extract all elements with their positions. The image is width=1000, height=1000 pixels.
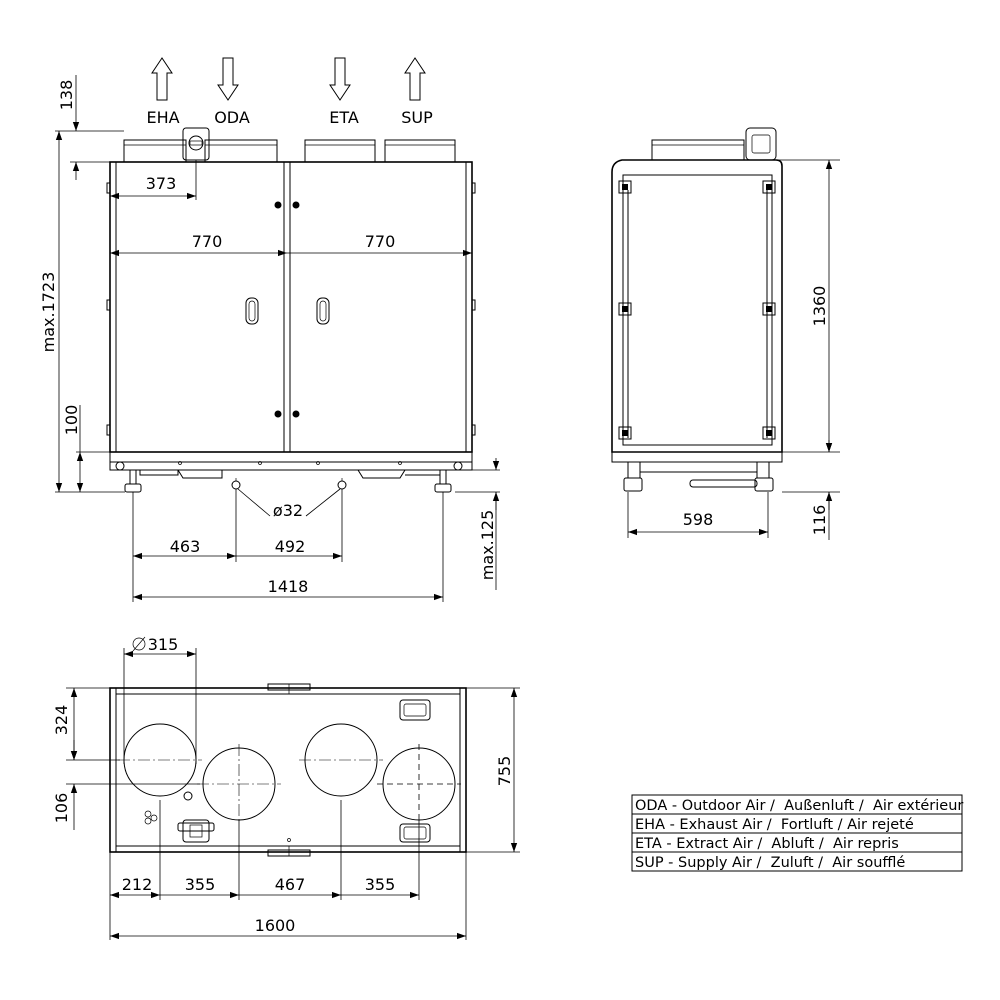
dim-467: 467 — [275, 875, 306, 894]
dim-max-125: max.125 — [478, 510, 497, 580]
dim-324: 324 — [52, 705, 71, 736]
sup-arrow-up-icon — [404, 57, 426, 101]
dim-106: 106 — [52, 793, 71, 824]
dim-355-b: 355 — [365, 875, 396, 894]
front-housing — [109, 161, 473, 453]
dim-1600: 1600 — [255, 916, 296, 935]
dim-138: 138 — [57, 80, 76, 111]
dim-770-right: 770 — [365, 232, 396, 251]
dim-max-1723: max.1723 — [39, 272, 58, 353]
legend-row-oda: ODA - Outdoor Air / Außenluft / Air exté… — [635, 798, 963, 814]
legend-row-eha: EHA - Exhaust Air / Fortluft / Air rejet… — [635, 817, 914, 833]
dim-116: 116 — [810, 505, 829, 536]
side-view: 1360 116 598 — [611, 127, 840, 540]
dim-diameter-32: ø32 — [273, 501, 303, 520]
eha-label: EHA — [146, 108, 179, 127]
dim-770-left: 770 — [192, 232, 223, 251]
dim-492: 492 — [275, 537, 306, 556]
eha-arrow-up-icon — [151, 57, 173, 101]
drain-right — [337, 480, 347, 490]
oda-label: ODA — [214, 108, 250, 127]
access-plate-bottom — [399, 823, 431, 843]
dim-100: 100 — [62, 405, 81, 436]
access-plate-top — [399, 699, 431, 721]
handle-right — [316, 297, 330, 325]
dim-315: 315 — [148, 635, 179, 654]
legend-row-sup: SUP - Supply Air / Zuluft / Air soufflé — [635, 855, 905, 871]
top-view: 315 324 106 755 212 355 467 355 1600 — [52, 635, 520, 940]
dim-1360: 1360 — [810, 286, 829, 327]
dim-355-a: 355 — [185, 875, 216, 894]
dim-212: 212 — [122, 875, 153, 894]
eta-arrow-down-icon — [329, 57, 351, 101]
legend-row-eta: ETA - Extract Air / Abluft / Air repris — [635, 836, 899, 852]
foot-right — [434, 483, 452, 493]
dim-598: 598 — [683, 510, 714, 529]
front-base — [109, 451, 473, 471]
drain-left — [231, 480, 241, 490]
sup-label: SUP — [401, 108, 433, 127]
handle-left — [245, 297, 259, 325]
dim-463: 463 — [170, 537, 201, 556]
top-housing — [109, 687, 467, 853]
dim-1418: 1418 — [268, 577, 309, 596]
front-view: EHA ODA ETA SUP — [39, 57, 500, 602]
legend-table: ODA - Outdoor Air / Außenluft / Air exté… — [631, 794, 963, 872]
duct-stubs — [123, 127, 456, 163]
oda-arrow-down-icon — [217, 57, 239, 101]
dim-373: 373 — [146, 174, 177, 193]
side-housing — [611, 159, 783, 453]
eta-label: ETA — [329, 108, 359, 127]
dim-755: 755 — [495, 756, 514, 787]
foot-left — [124, 483, 142, 493]
